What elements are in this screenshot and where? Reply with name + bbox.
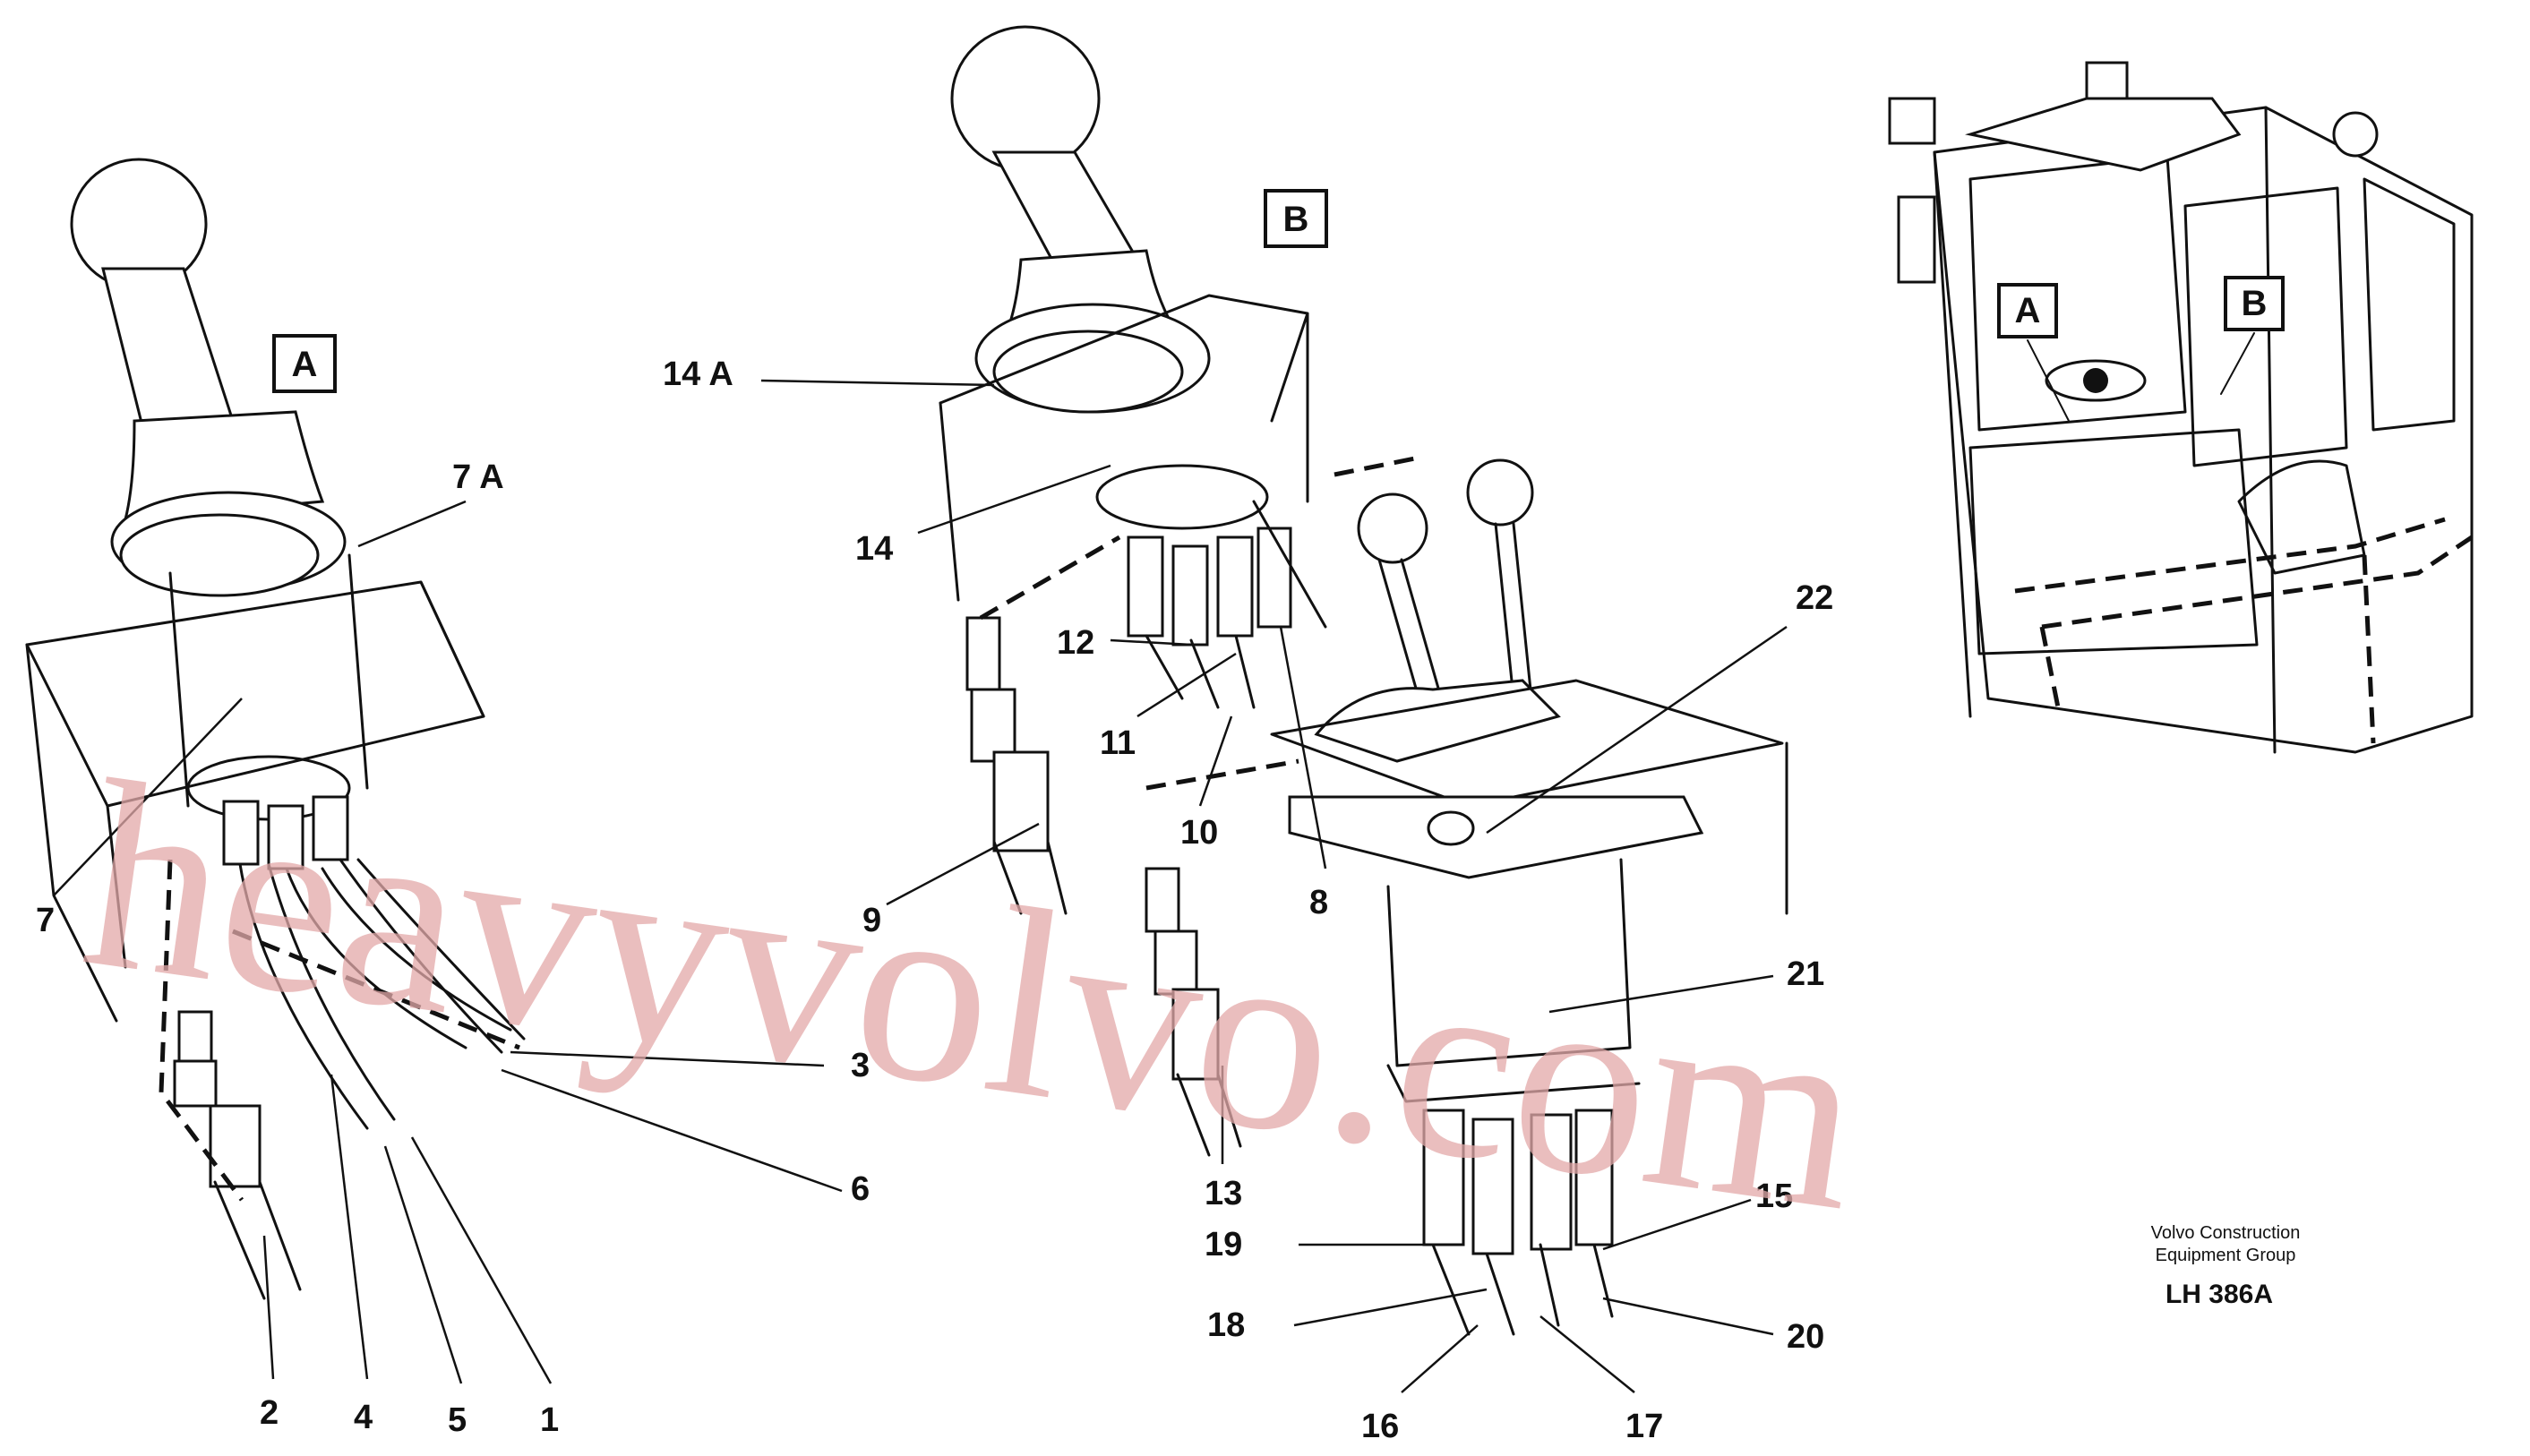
credit-block: Volvo Construction Equipment Group LH 38…	[2151, 1223, 2301, 1309]
cab-view-a-label: A	[2015, 291, 2041, 330]
callout-6: 6	[851, 1170, 870, 1208]
callout-11: 11	[1100, 724, 1136, 762]
callout-20: 20	[1787, 1318, 1824, 1356]
callout-5: 5	[448, 1401, 467, 1439]
cab-overview-drawing	[1888, 61, 2474, 754]
drawing-code: LH 386A	[2166, 1280, 2273, 1309]
callout-16: 16	[1361, 1408, 1399, 1445]
callout-1: 1	[540, 1401, 559, 1439]
callout-7a: 7 A	[452, 458, 504, 496]
callout-13: 13	[1205, 1175, 1242, 1212]
view-a-label: A	[292, 345, 318, 384]
callout-labels: 7 A 7 2 4 5 1 3 6 14 A 14 12 11 10 8 9 1…	[36, 355, 1833, 1445]
cab-view-a-box	[1997, 283, 2058, 338]
callout-2: 2	[260, 1394, 279, 1432]
callout-18: 18	[1207, 1306, 1245, 1344]
callout-19: 19	[1205, 1226, 1242, 1263]
callout-22: 22	[1796, 579, 1833, 617]
callout-9: 9	[862, 902, 881, 939]
callout-8: 8	[1309, 884, 1328, 921]
callout-3: 3	[851, 1047, 870, 1084]
credit-line-1: Volvo Construction	[2151, 1223, 2301, 1243]
callout-17: 17	[1625, 1408, 1663, 1445]
view-b-box	[1264, 189, 1328, 248]
view-a-box	[272, 334, 337, 393]
callout-14a: 14 A	[663, 355, 733, 393]
callout-15: 15	[1755, 1178, 1793, 1215]
callout-10: 10	[1180, 814, 1218, 852]
joystick-a-drawing	[25, 158, 526, 1300]
callout-12: 12	[1057, 624, 1094, 662]
cab-view-b-box	[2224, 276, 2285, 331]
callout-21: 21	[1787, 955, 1824, 993]
leader-lines	[53, 379, 1788, 1393]
callout-14: 14	[855, 530, 893, 568]
callout-4: 4	[354, 1399, 373, 1436]
view-b-label: B	[1283, 200, 1309, 239]
cab-view-b-label: B	[2242, 284, 2268, 323]
dual-lever-control-drawing	[1252, 458, 1788, 1336]
joystick-b-drawing	[939, 25, 1425, 1157]
credit-line-2: Equipment Group	[2156, 1246, 2296, 1265]
callout-7: 7	[36, 902, 55, 939]
